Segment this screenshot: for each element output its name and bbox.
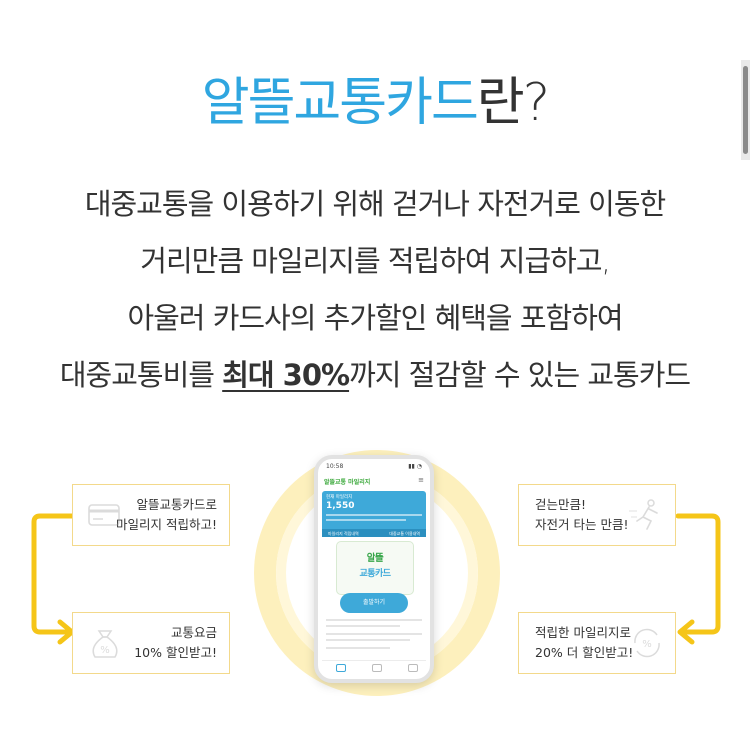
app-logo: 알뜰교통 마일리지 [324, 479, 371, 486]
fare-discount-line-1: 교통요금 [170, 625, 217, 640]
mileage-value: 1,550 [326, 501, 355, 511]
card-walk-bike: 걷는만큼! 자전거 타는 만큼! [518, 484, 676, 546]
phone-bottom-nav [322, 660, 426, 675]
description-line-4: 대중교통비를 최대 30%까지 절감할 수 있는 교통카드 [0, 347, 750, 404]
walk-bike-line-2: 자전거 타는 만큼! [535, 517, 629, 532]
description-line-3: 아울러 카드사의 추가할인 혜택을 포함하여 [127, 301, 623, 335]
tab-mileage-history[interactable]: 마일리지 적립내역 [328, 531, 359, 536]
description-line-4-post: 까지 절감할 수 있는 교통카드 [349, 358, 691, 392]
info-line [326, 619, 422, 621]
svg-text:%: % [100, 645, 110, 656]
info-line [326, 647, 390, 649]
phone-time: 10:58 [326, 463, 344, 470]
mileage-panel: 현재 마일리지 1,550 [322, 491, 426, 535]
running-person-icon [629, 499, 658, 530]
tab-transit-history[interactable]: 대중교통 이용내역 [389, 531, 420, 536]
info-line [326, 639, 410, 641]
right-cycle-arrow [675, 513, 721, 645]
card-logo-word-1: 알뜰 [366, 553, 384, 564]
percent-discount-icon: % [634, 628, 660, 658]
phone-app-bar: 알뜰교통 마일리지 ≡ [322, 475, 426, 489]
nav-more-icon[interactable] [408, 664, 418, 672]
mileage-discount-line-1: 적립한 마일리지로 [535, 625, 631, 640]
card-mileage-issue: 알뜰교통카드로 마일리지 적립하고! [72, 484, 230, 546]
nav-history-icon[interactable] [372, 664, 382, 672]
mileage-discount-line-2: 20% 더 할인받고! [535, 645, 634, 660]
card-issue-line-2: 마일리지 적립하고! [116, 517, 217, 532]
description-line-2: 거리만큼 마일리지를 적립하여 지급하고, [140, 244, 610, 278]
menu-icon[interactable]: ≡ [418, 476, 424, 484]
card-mileage-discount: % 적립한 마일리지로 20% 더 할인받고! [518, 612, 676, 674]
panel-line [326, 519, 406, 521]
description-line-1: 대중교통을 이용하기 위해 걷거나 자전거로 이동한 [84, 187, 666, 221]
title-accent: 알뜰교통카드 [201, 73, 479, 133]
credit-card-icon [88, 504, 120, 526]
phone-tabs: 마일리지 적립내역 대중교통 이용내역 [322, 529, 426, 537]
phone-status-bar: 10:58 ▮▮ ◔ [324, 463, 424, 473]
walk-bike-line-1: 걷는만큼! [535, 497, 587, 512]
scrollbar[interactable] [741, 60, 750, 160]
fare-discount-line-2: 10% 할인받고! [134, 645, 217, 660]
max-discount-highlight: 최대 30% [222, 358, 350, 392]
title-suffix: 란? [476, 73, 550, 133]
info-line [326, 633, 422, 635]
description: 대중교통을 이용하기 위해 걷거나 자전거로 이동한 거리만큼 마일리지를 적립… [0, 176, 750, 404]
page-title: 알뜰교통카드란? [0, 60, 750, 135]
nav-home-icon[interactable] [336, 664, 346, 672]
phone-mockup: 10:58 ▮▮ ◔ 알뜰교통 마일리지 ≡ 현재 마일리지 1,550 마일리… [314, 455, 434, 683]
start-button[interactable]: 출발하기 [340, 593, 408, 613]
card-fare-discount: % 교통요금 10% 할인받고! [72, 612, 230, 674]
description-line-4-pre: 대중교통비를 [59, 358, 223, 392]
svg-text:%: % [642, 639, 652, 650]
card-issue-line-1: 알뜰교통카드로 [136, 497, 217, 512]
info-line [326, 625, 400, 627]
card-logo-word-2: 교통카드 [359, 569, 391, 579]
phone-signal-icons: ▮▮ ◔ [408, 463, 422, 470]
panel-line [326, 514, 422, 516]
money-bag-icon: % [92, 630, 118, 658]
mileage-label: 현재 마일리지 [326, 495, 353, 500]
transit-card-image: 알뜰 교통카드 [336, 541, 414, 595]
scrollbar-thumb[interactable] [743, 66, 748, 154]
